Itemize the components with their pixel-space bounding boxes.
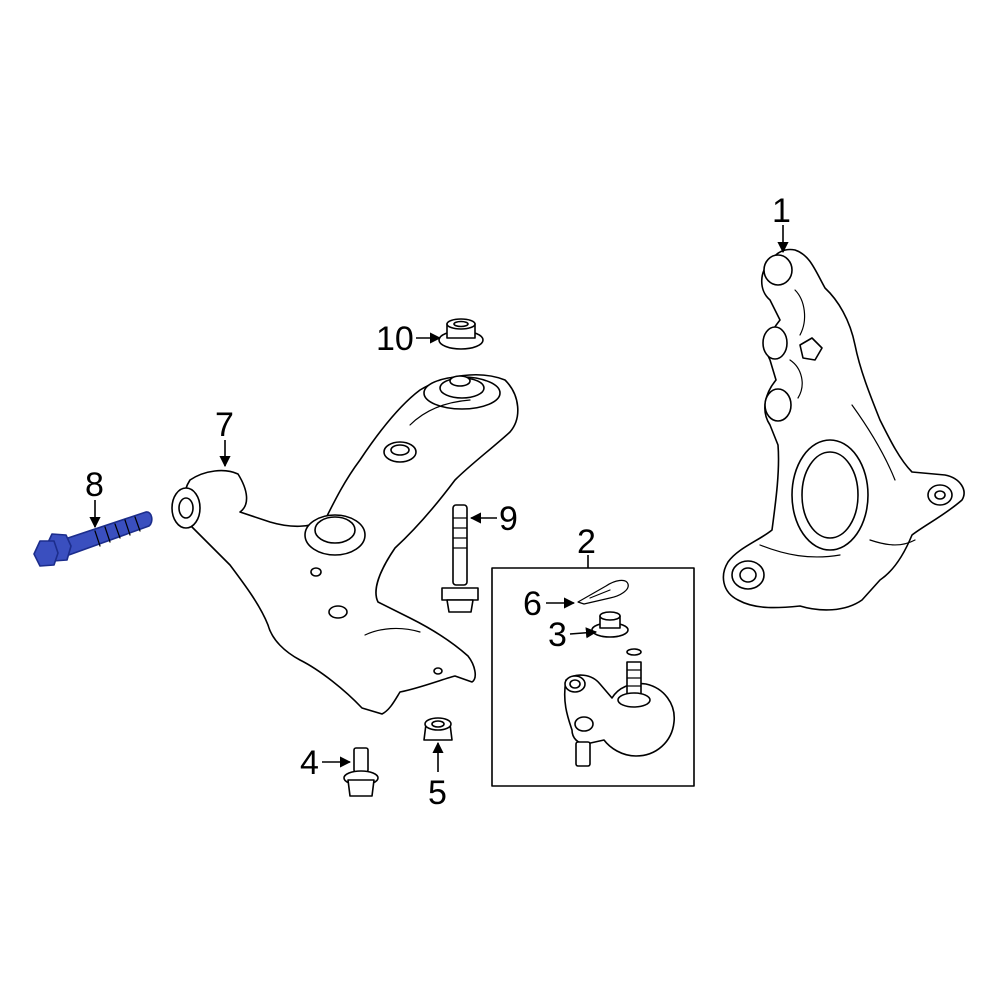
callout-2: 2 xyxy=(577,523,596,561)
leader-lines xyxy=(89,225,789,772)
callout-3: 3 xyxy=(548,616,567,654)
callout-1: 1 xyxy=(772,192,791,230)
callout-5: 5 xyxy=(428,774,447,812)
ball-joint-kit[interactable] xyxy=(491,567,695,787)
callout-9: 9 xyxy=(499,500,518,538)
nut-5[interactable] xyxy=(423,717,453,741)
nut-10[interactable] xyxy=(438,318,484,350)
lower-control-arm[interactable] xyxy=(171,374,519,715)
bolt-4[interactable] xyxy=(343,747,379,797)
bolt-9[interactable] xyxy=(441,504,479,613)
callout-10: 10 xyxy=(376,320,414,358)
callout-8: 8 xyxy=(85,466,104,504)
steering-knuckle[interactable] xyxy=(722,248,965,611)
long-bolt[interactable] xyxy=(33,511,153,567)
callout-4: 4 xyxy=(300,744,319,782)
bolt-hex-head xyxy=(33,540,59,567)
callout-7: 7 xyxy=(215,406,234,444)
callout-6: 6 xyxy=(523,585,542,623)
